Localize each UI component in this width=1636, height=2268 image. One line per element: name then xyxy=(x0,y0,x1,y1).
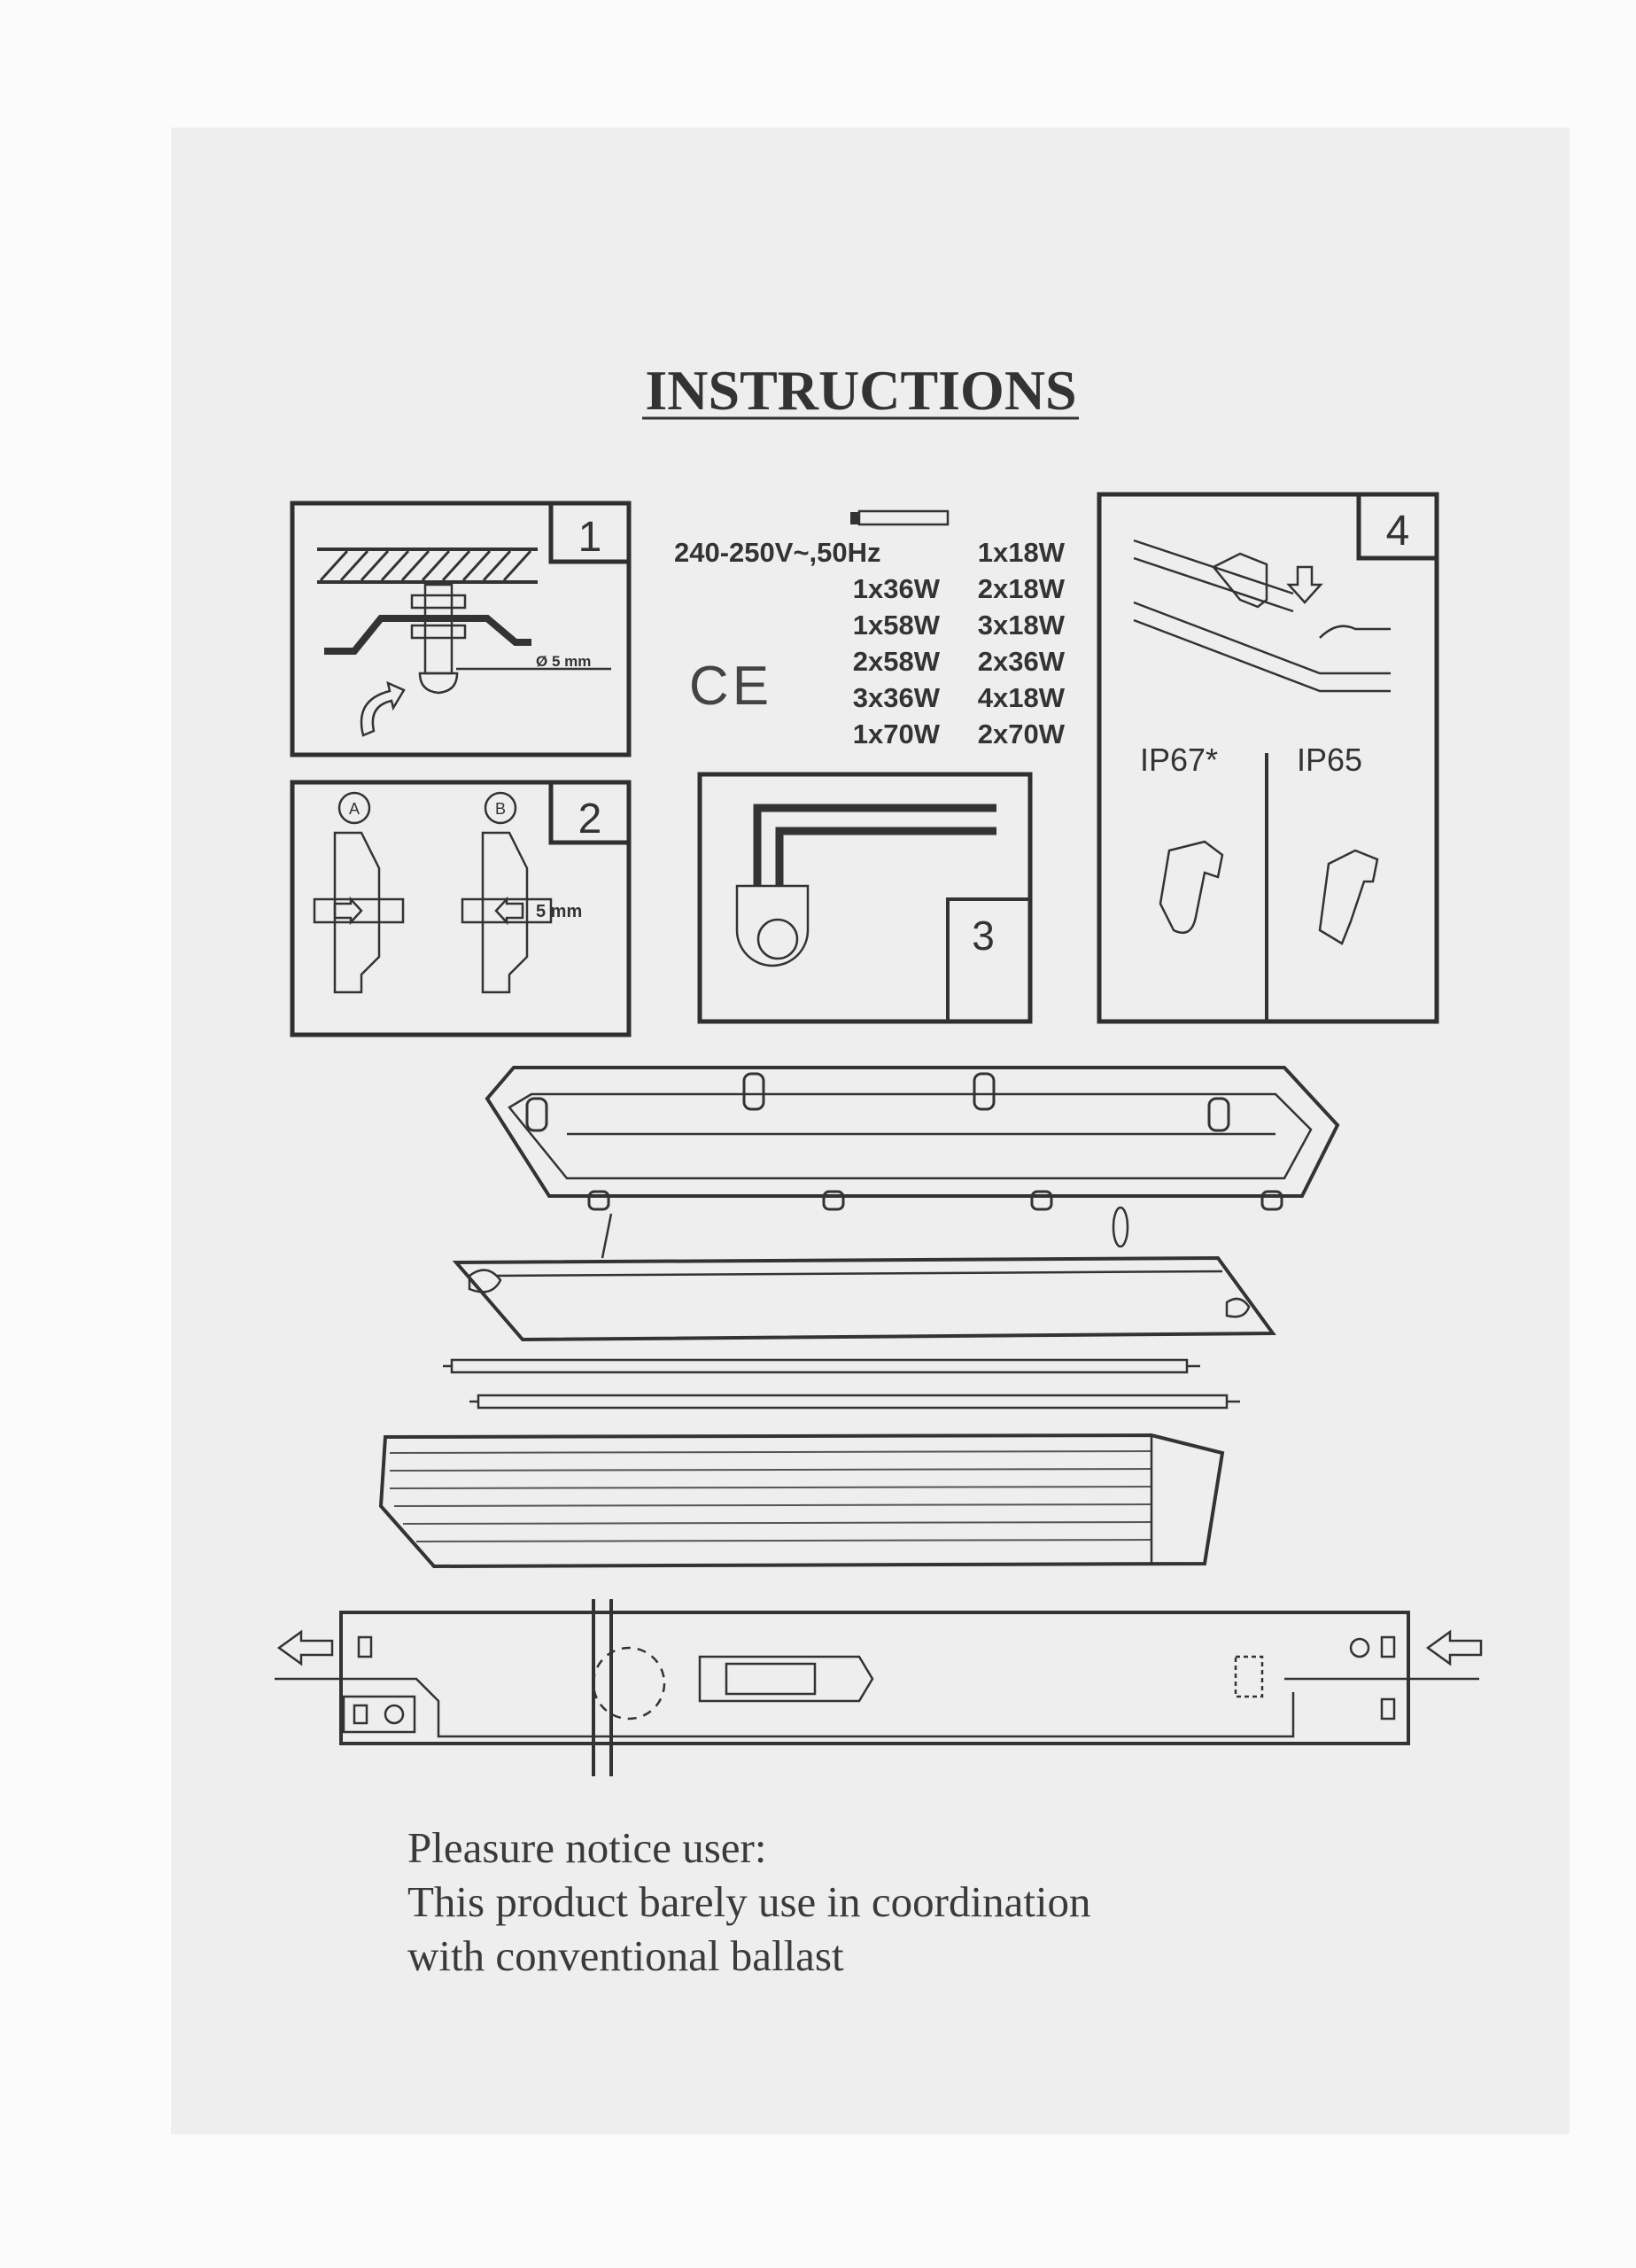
fluorescent-tubes-drawing xyxy=(443,1358,1240,1410)
specifications: 240-250V~,50Hz 1x18W 1x36W 2x18W 1x58W 3… xyxy=(674,537,1066,750)
ce-mark: CE xyxy=(689,656,772,717)
cable-entry-icon xyxy=(735,804,996,967)
step-number: 1 xyxy=(578,514,602,561)
wattage: 2x70W xyxy=(978,718,1066,750)
ip65-clip-icon xyxy=(1318,849,1379,945)
wattage: 3x36W xyxy=(853,682,941,713)
wattage: 1x58W xyxy=(853,610,941,641)
step-1-panel: 1 Ø 5 mm xyxy=(290,501,632,757)
notice-line-1: Pleasure notice user: xyxy=(407,1823,766,1872)
wattage: 2x36W xyxy=(978,646,1066,677)
step-3-panel: 3 xyxy=(697,772,1033,1024)
wattage: 4x18W xyxy=(978,682,1066,713)
step-number: 4 xyxy=(1386,508,1410,555)
ip67-label: IP67* xyxy=(1140,742,1218,778)
step-number: 3 xyxy=(972,913,995,959)
ip67-clip-icon xyxy=(1159,840,1224,935)
step-2-dimension: 5 mm xyxy=(536,902,582,921)
step-number: 2 xyxy=(578,796,602,843)
user-notice: Pleasure notice user: This product barel… xyxy=(407,1823,1091,1980)
ceiling-mount-icon xyxy=(317,548,611,737)
clip-a-icon xyxy=(313,831,405,994)
notice-line-2: This product barely use in coordination xyxy=(407,1877,1091,1926)
wattage: 1x18W xyxy=(978,537,1066,568)
page-title: INSTRUCTIONS xyxy=(645,359,1076,422)
wattage: 3x18W xyxy=(978,610,1066,641)
wattage: 1x36W xyxy=(853,573,941,604)
ip65-label: IP65 xyxy=(1297,742,1362,778)
arrow-left-icon xyxy=(1425,1629,1483,1666)
paper-sheet xyxy=(171,128,1570,2134)
luminaire-housing-drawing xyxy=(485,1066,1340,1211)
option-b-label: B xyxy=(495,800,506,818)
option-a-label: A xyxy=(349,800,360,818)
wattage: 2x18W xyxy=(978,573,1066,604)
arrow-left-icon xyxy=(276,1629,334,1666)
tube-icon xyxy=(850,509,950,526)
notice-line-3: with conventional ballast xyxy=(407,1931,844,1980)
diffuser-cover-drawing xyxy=(378,1433,1225,1569)
step-1-dimension: Ø 5 mm xyxy=(536,653,591,670)
voltage-rating: 240-250V~,50Hz xyxy=(674,537,881,568)
wattage: 1x70W xyxy=(853,718,941,750)
clip-housing-icon xyxy=(1133,539,1391,693)
step-4-panel: 4 IP67* IP65 xyxy=(1097,492,1439,1024)
gear-tray-drawing xyxy=(452,1206,1276,1342)
clip-b-icon xyxy=(461,831,553,994)
wattage: 2x58W xyxy=(853,646,941,677)
step-2-panel: 2 A B 5 mm xyxy=(290,780,632,1037)
wiring-diagram xyxy=(275,1599,1483,1776)
